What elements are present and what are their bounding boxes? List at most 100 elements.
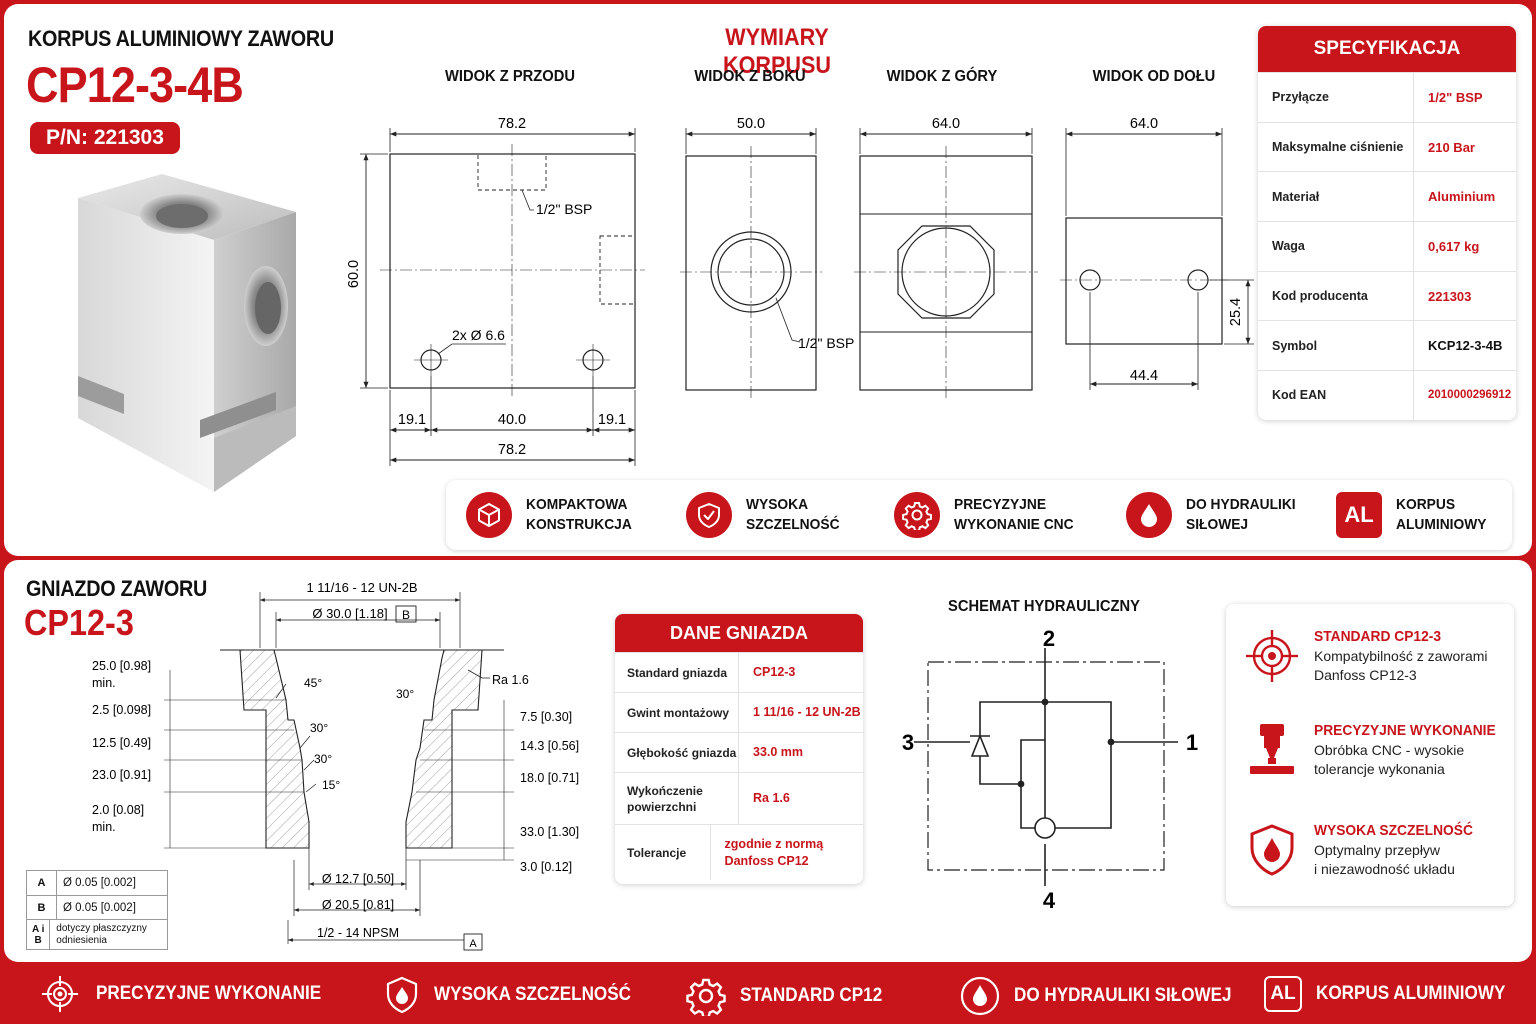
spec-key: Kod EAN [1258,371,1414,420]
bottom-feature-standard: STANDARD CP12 [686,976,898,1016]
cavity-data-value: 33.0 mm [753,745,804,759]
tolerance-val-ab: dotyczy płaszczyzny odniesienia [56,922,147,946]
spec-key: Waga [1258,222,1414,271]
spec-value: 210 Bar [1428,139,1475,155]
port-1-label: 1 [1186,730,1198,755]
dim-bottom-width: 64.0 [1130,116,1158,132]
specification-table: SPECYFIKACJA Przyłącze 1/2" BSP Maksymalne… [1258,26,1516,420]
cavity-drawing: 1 11/16 - 12 UN-2B Ø 30.0 [1.18] B 25.0 … [92,580,579,951]
tolerance-sym-ab: A i B [27,920,51,949]
drop-icon [960,976,1000,1016]
cavity-roughness: Ra 1.6 [492,673,529,687]
product-panel: KORPUS ALUMINIOWY ZAWORU CP12-3-4B P/N: … [4,4,1532,556]
port-4-label: 4 [1043,888,1056,912]
bottom-feature-hydraulics: DO HYDRAULIKI SIŁOWEJ [960,976,1256,1016]
cavity-data-value: Ra 1.6 [753,791,790,805]
feature-aluminium-line1: KORPUS [1396,496,1456,513]
front-view [360,128,645,466]
spec-row: Materiał Aluminium [1258,171,1516,222]
bottom-feature-standard-label: STANDARD CP12 [740,985,883,1006]
spec-value: 0,617 kg [1428,238,1480,254]
port-2-label: 2 [1043,626,1055,651]
cavity-right-dim-2: 18.0 [0.71] [520,771,579,785]
cavity-left-dim-5: 2.0 [0.08] [92,803,144,817]
valve-body-image [78,174,296,492]
advantage-precision: PRECYZYJNE WYKONANIE Obróbka CNC - wysoki… [1244,722,1512,779]
cavity-data-key: Tolerancje [615,825,711,880]
cavity-model: CP12-3 [24,602,134,643]
cavity-thread-top: 1 11/16 - 12 UN-2B [306,580,417,595]
view-bottom-label: WIDOK OD DOŁU [1092,68,1216,85]
cavity-left-dim-1: min. [92,676,116,690]
shield-drop-icon [1250,824,1294,876]
shield-check-icon [686,492,732,538]
advantage-standard-title: STANDARD CP12-3 [1314,628,1442,645]
cavity-data-key: Standard gniazda [615,653,739,692]
spec-row: Waga 0,617 kg [1258,221,1516,271]
target-icon [1246,630,1298,682]
hydraulic-schematic: 2 3 1 4 [902,626,1198,912]
spec-value: Aluminium [1428,189,1496,205]
cavity-panel: GNIAZDO ZAWORU CP12-3 [4,560,1532,962]
cavity-right-dim-4: 3.0 [0.12] [520,860,572,874]
dim-front-height: 60.0 [346,260,362,288]
cavity-angle-2: 30° [310,721,328,735]
port-3-label: 3 [902,730,914,755]
advantage-sealing-desc1: Optymalny przepływ [1314,842,1441,858]
dim-front-right-offset: 19.1 [598,412,626,428]
cavity-angle-1: 30° [396,687,414,701]
advantage-precision-title: PRECYZYJNE WYKONANIE [1314,722,1496,739]
bottom-view [1060,128,1254,390]
cavity-data-key: Gwint montażowy [615,693,739,732]
advantage-precision-desc2: tolerancje wykonania [1314,761,1445,777]
cavity-data-value: zgodnie z normą Danfoss CP12 [724,836,824,868]
cnc-icon [1250,724,1294,774]
al-icon-text: AL [1344,502,1374,527]
cavity-angle-4: 15° [322,778,340,792]
feature-sealing-line1: WYSOKA [746,496,809,513]
cavity-left-dim-2: 2.5 [0.098] [92,703,151,717]
datum-b-label: B [402,608,410,622]
cavity-data-value: CP12-3 [753,665,796,679]
spec-key: Przyłącze [1258,73,1414,122]
drop-icon [1126,492,1172,538]
spec-value: 1/2" BSP [1428,89,1483,105]
dim-front-hole-spacing: 40.0 [498,412,526,428]
dim-side-width: 50.0 [737,116,765,132]
feature-aluminium-line2: ALUMINIOWY [1396,516,1487,533]
cavity-left-dim-0: 25.0 [0.98] [92,659,151,673]
shield-drop-icon [386,976,418,1014]
cavity-data-row: Głębokość gniazda 33.0 mm [615,732,863,772]
advantage-precision-desc1: Obróbka CNC - wysokie [1314,742,1465,758]
cavity-right-dim-3: 33.0 [1.30] [520,825,579,839]
schematic-title: SCHEMAT HYDRAULICZNY [948,598,1140,615]
al-icon: AL [1264,976,1302,1012]
specification-title: SPECYFIKACJA [1258,26,1516,72]
dim-top-width: 64.0 [932,116,960,132]
advantage-sealing-desc2: i niezawodność układu [1314,861,1455,877]
spec-key: Materiał [1258,172,1414,222]
cavity-data-key: Głębokość gniazda [615,733,739,772]
view-side-label: WIDOK Z BOKU [694,68,806,85]
cavity-right-dim-0: 7.5 [0.30] [520,710,572,724]
spec-row: Przyłącze 1/2" BSP [1258,72,1516,122]
cavity-dia-small: Ø 12.7 [0.50] [322,872,394,886]
cavity-angle-3: 30° [314,752,332,766]
dim-front-holes: 2x Ø 6.6 [452,327,505,343]
feature-hydraulics-line2: SIŁOWEJ [1186,516,1249,533]
feature-compact-line1: KOMPAKTOWA [526,496,628,513]
dim-bottom-height: 25.4 [1228,298,1244,326]
dim-front-port: 1/2" BSP [536,201,592,217]
advantage-standard-desc1: Kompatybilność z zaworami [1314,648,1488,664]
cavity-right-dim-1: 14.3 [0.56] [520,739,579,753]
